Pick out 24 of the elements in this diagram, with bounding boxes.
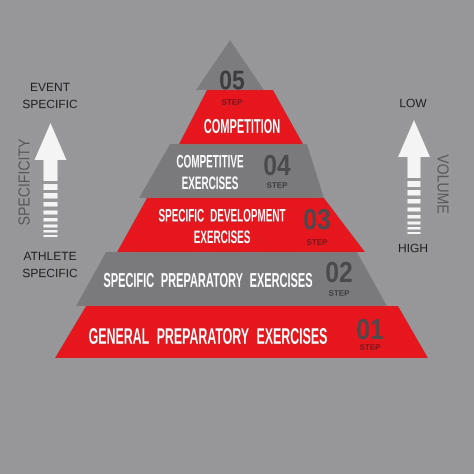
pyramid-band — [179, 90, 303, 144]
band-label: SPECIFIC PREPARATORY EXERCISES — [104, 272, 312, 288]
scale-label: LOW — [400, 98, 427, 108]
band-label: COMPETITIVE EXERCISES — [176, 154, 244, 190]
step-caption: STEP — [266, 182, 288, 188]
pyramid-band — [139, 144, 324, 198]
pyramid-apex — [196, 40, 264, 90]
scale-label: EVENT SPECIFIC — [22, 82, 78, 108]
step-caption: STEP — [306, 239, 328, 245]
step-caption: STEP — [360, 344, 380, 350]
band-label: SPECIFIC DEVELOPMENT EXERCISES — [158, 208, 286, 244]
band-label: COMPETITION — [204, 118, 280, 134]
scale-label: ATHLETE SPECIFIC — [22, 252, 78, 278]
step-number: 05 — [220, 70, 244, 90]
step-number: 01 — [357, 318, 384, 340]
arrow-title: SPECIFICITY — [18, 138, 30, 225]
step-caption: STEP — [222, 99, 242, 105]
arrow-title: VOLUME — [437, 154, 449, 214]
step-caption: STEP — [328, 290, 350, 296]
step-number: 03 — [304, 208, 330, 230]
pyramid-band — [117, 198, 365, 252]
band-label: GENERAL PREPARATORY EXERCISES — [89, 328, 327, 344]
scale-label: HIGH — [399, 244, 428, 252]
pyramid-band — [55, 306, 428, 358]
